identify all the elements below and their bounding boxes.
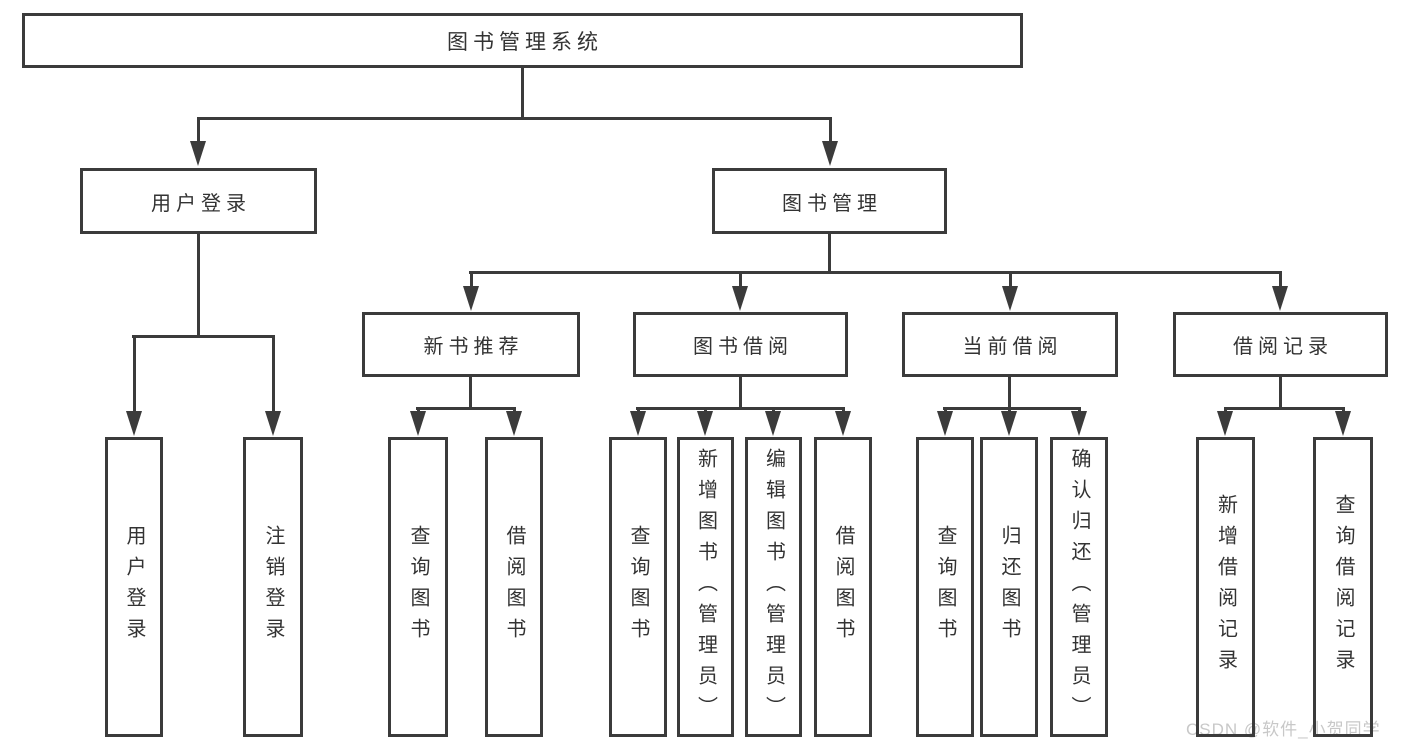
node-borrow-books: 借阅图书 <box>814 437 872 737</box>
node-label: 用户登录 <box>151 192 251 215</box>
down-arrow <box>822 117 838 166</box>
down-arrow <box>1002 271 1018 311</box>
node-label: 借阅图书 <box>832 525 854 649</box>
node-label: 借阅记录 <box>1233 336 1333 358</box>
node-label: 确认归还（管理员） <box>1068 447 1090 727</box>
node-edit-books-admin: 编辑图书（管理员） <box>745 437 802 737</box>
connector-vline <box>1279 377 1282 409</box>
down-arrow <box>190 117 206 166</box>
node-label: 查询图书 <box>627 525 649 649</box>
node-borrow-books-recommend: 借阅图书 <box>485 437 543 737</box>
down-arrow <box>1272 271 1288 311</box>
node-book-borrowing: 图书借阅 <box>633 312 848 377</box>
down-arrow <box>410 407 426 436</box>
node-label: 归还图书 <box>998 525 1020 649</box>
node-label: 新增图书（管理员） <box>694 447 717 727</box>
down-arrow <box>630 407 646 436</box>
node-logout: 注销登录 <box>243 437 303 737</box>
node-user-login: 用户登录 <box>80 168 317 234</box>
node-label: 新书推荐 <box>423 336 524 358</box>
node-book-management: 图书管理 <box>712 168 947 234</box>
down-arrow <box>463 271 479 311</box>
down-arrow <box>835 407 851 436</box>
down-arrow <box>937 407 953 436</box>
node-query-books-recommend: 查询图书 <box>388 437 448 737</box>
connector-hline <box>416 407 515 410</box>
connector-hline <box>943 407 1080 410</box>
node-user-login-leaf: 用户登录 <box>105 437 163 737</box>
down-arrow <box>126 335 142 436</box>
node-new-book-recommendation: 新书推荐 <box>362 312 580 377</box>
connector-hline <box>197 117 831 120</box>
connector-vline <box>828 233 831 273</box>
node-return-books: 归还图书 <box>980 437 1038 737</box>
down-arrow <box>265 335 281 436</box>
connector-hline <box>636 407 844 410</box>
connector-vline <box>521 68 524 118</box>
down-arrow <box>1217 407 1233 436</box>
node-label: 当前借阅 <box>962 336 1063 358</box>
node-label: 查询图书 <box>934 525 956 649</box>
node-confirm-return-admin: 确认归还（管理员） <box>1050 437 1108 737</box>
connector-hline <box>469 271 1282 274</box>
node-label: 图书管理系统 <box>447 30 603 54</box>
connector-vline <box>197 233 200 337</box>
node-library-management-system: 图书管理系统 <box>22 13 1023 68</box>
node-query-borrow-record: 查询借阅记录 <box>1313 437 1373 737</box>
node-add-books-admin: 新增图书（管理员） <box>677 437 734 737</box>
node-current-borrowing: 当前借阅 <box>902 312 1118 377</box>
node-label: 图书借阅 <box>693 336 793 358</box>
connector-hline <box>132 335 274 338</box>
down-arrow <box>765 407 781 436</box>
node-label: 编辑图书（管理员） <box>762 447 785 727</box>
node-label: 新增借阅记录 <box>1214 494 1237 680</box>
down-arrow <box>697 407 713 436</box>
connector-vline <box>469 377 472 409</box>
down-arrow <box>506 407 522 436</box>
node-query-books-borrowing: 查询图书 <box>609 437 667 737</box>
node-add-borrow-record: 新增借阅记录 <box>1196 437 1255 737</box>
node-borrowing-records: 借阅记录 <box>1173 312 1388 377</box>
down-arrow <box>1071 407 1087 436</box>
node-label: 用户登录 <box>123 525 145 649</box>
connector-hline <box>1224 407 1344 410</box>
node-label: 图书管理 <box>782 192 882 215</box>
node-query-books-current: 查询图书 <box>916 437 974 737</box>
node-label: 查询图书 <box>407 525 429 649</box>
down-arrow <box>732 271 748 311</box>
down-arrow <box>1001 407 1017 436</box>
node-label: 注销登录 <box>262 525 284 649</box>
down-arrow <box>1335 407 1351 436</box>
connector-vline <box>1008 377 1011 409</box>
connector-vline <box>739 377 742 409</box>
node-label: 借阅图书 <box>503 525 525 649</box>
node-label: 查询借阅记录 <box>1332 494 1354 680</box>
